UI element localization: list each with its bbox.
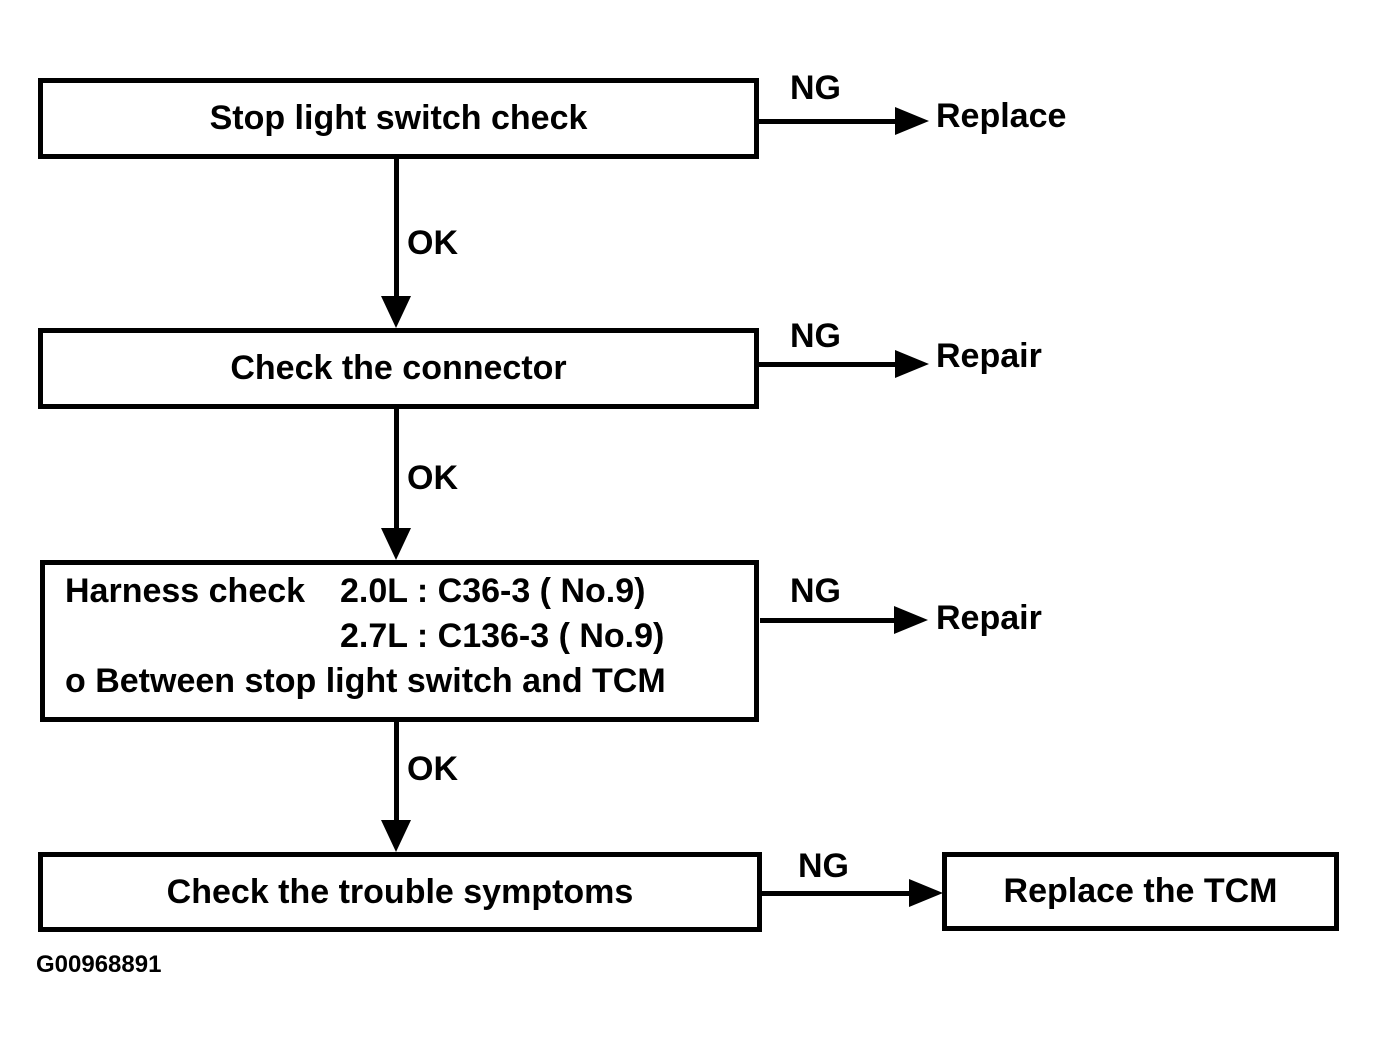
arrow-right-icon — [895, 107, 929, 135]
ng-arrow-4 — [762, 878, 943, 908]
ng-label-4: NG — [798, 847, 849, 885]
step-4-label: Check the trouble symptoms — [166, 872, 634, 911]
step-2-label: Check the connector — [230, 349, 567, 387]
arrow-shaft — [393, 722, 399, 820]
ng-label-2: NG — [790, 317, 841, 355]
replace-tcm-label: Replace the TCM — [1003, 872, 1278, 910]
replace-tcm-box: Replace the TCM — [942, 852, 1339, 931]
ok-label-2: OK — [407, 459, 458, 497]
step-2-box: Check the connector — [38, 328, 759, 409]
arrow-shaft — [393, 409, 399, 528]
ng-label-3: NG — [790, 572, 841, 610]
ng-result-2: Repair — [936, 337, 1042, 375]
arrow-shaft — [393, 159, 399, 296]
ng-result-3: Repair — [936, 599, 1042, 637]
step-1-label: Stop light switch check — [209, 99, 588, 137]
arrow-down-icon — [381, 528, 411, 560]
ng-arrow-2 — [759, 349, 929, 379]
arrow-down-icon — [381, 820, 411, 852]
step-3-note: o Between stop light switch and TCM — [65, 662, 666, 700]
ok-arrow-2 — [379, 409, 413, 560]
ng-arrow-1 — [759, 106, 929, 136]
figure-id: G00968891 — [36, 951, 162, 978]
ok-arrow-3 — [379, 722, 413, 852]
ok-label-1: OK — [407, 224, 458, 262]
step-3-spec-1: 2.0L : C36-3 ( No.9) — [340, 572, 646, 610]
arrow-right-icon — [895, 350, 929, 378]
step-3-spec-2: 2.7L : C136-3 ( No.9) — [340, 617, 665, 655]
step-1-box: Stop light switch check — [38, 78, 759, 159]
arrow-right-icon — [909, 879, 943, 907]
step-3-title: Harness check — [65, 572, 306, 610]
arrow-shaft — [759, 361, 895, 367]
arrow-right-icon — [894, 606, 928, 634]
step-3-box: Harness check 2.0L : C36-3 ( No.9) 2.7L … — [40, 560, 759, 722]
ok-arrow-1 — [379, 159, 413, 328]
ng-arrow-3 — [760, 605, 928, 635]
ok-label-3: OK — [407, 750, 458, 788]
arrow-shaft — [762, 890, 909, 896]
arrow-shaft — [760, 617, 894, 623]
ng-label-1: NG — [790, 69, 841, 107]
step-4-box: Check the trouble symptoms — [38, 852, 762, 932]
arrow-down-icon — [381, 296, 411, 328]
arrow-shaft — [759, 118, 895, 124]
ng-result-1: Replace — [936, 97, 1067, 135]
